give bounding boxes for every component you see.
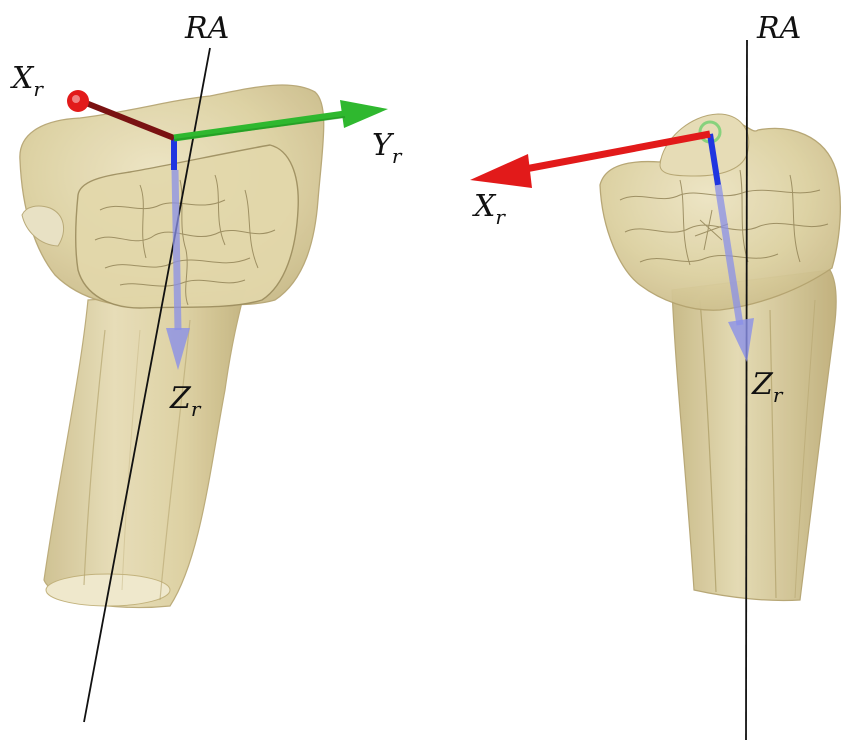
right-view: RA Xr Zr [470,11,840,740]
left-y-axis-arrowhead [340,100,388,128]
left-tibia-shaft [44,290,245,608]
left-rotation-axis-label: RA [184,11,229,46]
right-rotation-axis-label: RA [756,11,801,46]
left-view: RA Xr Yr Zr [10,11,403,722]
right-rotation-axis-line [746,40,747,740]
left-z-axis-shaft [175,170,178,330]
right-tibia-shaft [672,270,836,601]
right-x-axis-label: Xr [472,189,506,229]
left-x-axis-label: Xr [10,61,44,101]
left-x-axis-tip-highlight [72,95,80,103]
right-x-axis-arrowhead [470,154,532,188]
left-y-axis-label: Yr [372,128,403,168]
